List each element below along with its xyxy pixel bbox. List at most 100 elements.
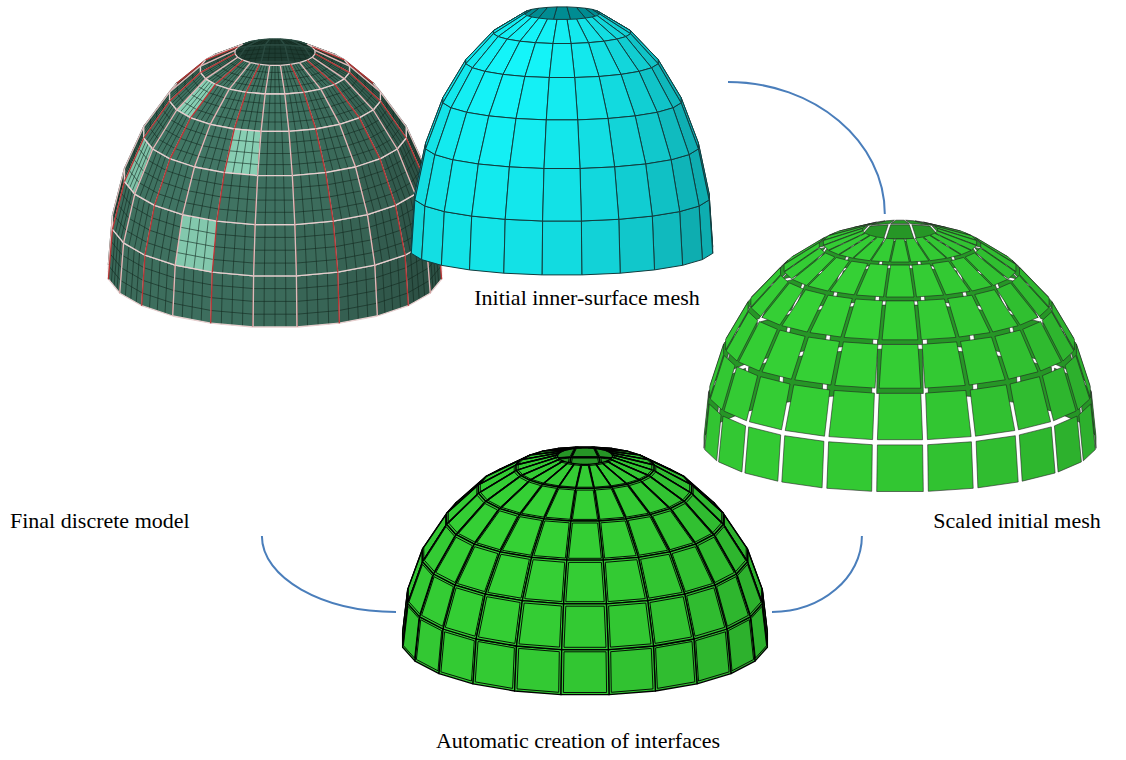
mesh-facet (175, 215, 217, 273)
interface-line (601, 521, 636, 558)
mesh-facet (581, 219, 620, 275)
sub-mesh-line (213, 222, 254, 275)
mesh-facet (719, 416, 746, 472)
mesh-facet (571, 43, 599, 78)
ring-interface (211, 272, 254, 327)
mesh-facet (619, 216, 655, 273)
interface-line (479, 597, 521, 644)
ring-interface (265, 65, 285, 94)
ring-interface (253, 276, 297, 327)
flow-arc (262, 536, 396, 612)
meridian-interface (217, 173, 258, 225)
sub-mesh-line (259, 131, 292, 175)
sub-mesh-line (121, 246, 145, 303)
mesh-facet (795, 337, 840, 385)
ring-interface (255, 176, 295, 225)
sub-mesh-line (290, 130, 323, 175)
mesh-facet (576, 464, 594, 488)
mesh-facet (473, 639, 517, 691)
mesh-facet (926, 390, 972, 439)
mesh-facet (505, 167, 544, 221)
flow-arc (728, 82, 885, 214)
mesh-facet (877, 393, 922, 439)
mesh-facet (476, 594, 522, 646)
mesh-facet (470, 216, 506, 273)
mesh-facet (422, 206, 445, 265)
ring-interface (212, 221, 255, 276)
mesh-facet (441, 212, 471, 270)
interface-line (650, 597, 692, 644)
ring-interface (375, 255, 409, 316)
mesh-facet (544, 487, 576, 521)
mesh-facet (224, 129, 261, 176)
mesh-facet (543, 169, 582, 222)
mesh-facet (654, 639, 698, 691)
mesh-facet (827, 442, 873, 492)
interface-line (519, 603, 561, 647)
mesh-facet (879, 344, 921, 388)
mesh-facet (1019, 427, 1055, 481)
mesh-facet (234, 92, 265, 131)
mesh-facet (608, 646, 655, 695)
meridian-interface (254, 225, 297, 276)
sub-mesh-line (253, 276, 297, 327)
ring-interface (224, 129, 261, 176)
interface-line (566, 562, 604, 601)
mesh-facet (295, 221, 338, 276)
meridian-interface (338, 265, 378, 323)
meridian-interface (265, 65, 285, 94)
interface-line (416, 620, 441, 671)
mesh-facet (891, 239, 910, 262)
flow-arc (772, 536, 862, 612)
meridian-interface (295, 221, 338, 276)
mesh-facet (906, 238, 929, 262)
sub-mesh-line (227, 130, 260, 175)
mesh-facet (749, 377, 790, 430)
mesh-facet (578, 119, 615, 169)
ring-interface (333, 215, 375, 273)
mesh-facet (522, 557, 567, 604)
mesh-facet (292, 173, 333, 225)
meridian-interface (258, 131, 293, 175)
sub-mesh-line (186, 168, 223, 219)
mesh-facet (928, 442, 974, 492)
interface-line (534, 521, 569, 558)
interface-line (569, 523, 602, 558)
mesh-facet (575, 77, 608, 120)
mesh-facet (544, 120, 580, 169)
sub-mesh-line (262, 94, 288, 131)
mesh-facet (961, 337, 1006, 385)
mesh-facet (338, 265, 378, 323)
ring-interface (295, 221, 338, 276)
dome-stage: Scaled initial mesh (690, 214, 1122, 536)
mesh-facet (571, 488, 599, 521)
ring-interface (142, 255, 176, 316)
interface-line (572, 490, 597, 519)
mesh-facet (976, 436, 1018, 488)
sub-mesh-line (211, 273, 253, 326)
sub-mesh-line (256, 176, 294, 225)
meridian-interface (173, 265, 213, 323)
dome-stage: Final discrete model (8, 30, 455, 536)
stage-label: Automatic creation of interfaces (436, 728, 720, 754)
interface-line (696, 632, 729, 681)
mesh-facet (882, 301, 918, 340)
mesh-facet (525, 43, 553, 78)
meridian-interface (142, 255, 176, 316)
mesh-facet (599, 519, 638, 560)
sub-mesh-line (254, 225, 296, 276)
sub-mesh-line (295, 222, 336, 275)
mesh-facet (745, 427, 781, 481)
sub-mesh-line (173, 267, 212, 322)
mesh-facet (877, 445, 924, 492)
interface-line (488, 554, 530, 598)
dome-stage: Automatic creation of interfaces (396, 450, 772, 756)
mesh-facet (648, 594, 694, 646)
mesh-facet (871, 238, 894, 262)
sub-mesh-line (177, 216, 216, 270)
mesh-facet (785, 385, 830, 436)
mesh-facet (705, 404, 722, 461)
mesh-facet (580, 167, 619, 221)
meridian-interface (255, 176, 295, 225)
stage-label: Final discrete model (10, 508, 190, 534)
